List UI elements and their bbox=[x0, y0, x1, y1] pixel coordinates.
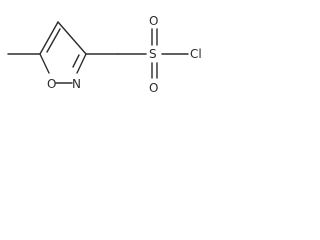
bond-n2-c3-double bbox=[72, 54, 80, 68]
atom-sulfur: S bbox=[149, 47, 157, 61]
bond-c3-c4 bbox=[57, 21, 87, 55]
chemical-structure-diagram: O N S O O Cl bbox=[7, 14, 202, 95]
atom-o-top: O bbox=[149, 14, 158, 28]
bond-c5-c4 bbox=[39, 21, 59, 55]
atom-chlorine: Cl bbox=[190, 47, 202, 61]
atom-o-bottom: O bbox=[149, 81, 158, 95]
bond-c5-o1 bbox=[39, 53, 50, 74]
atom-n-ring: N bbox=[72, 77, 81, 91]
structure-canvas: O N S O O Cl bbox=[0, 0, 222, 100]
bond-c5-c4-double bbox=[46, 28, 61, 53]
atom-o-ring: O bbox=[47, 77, 56, 91]
bond-n2-c3 bbox=[76, 53, 87, 74]
